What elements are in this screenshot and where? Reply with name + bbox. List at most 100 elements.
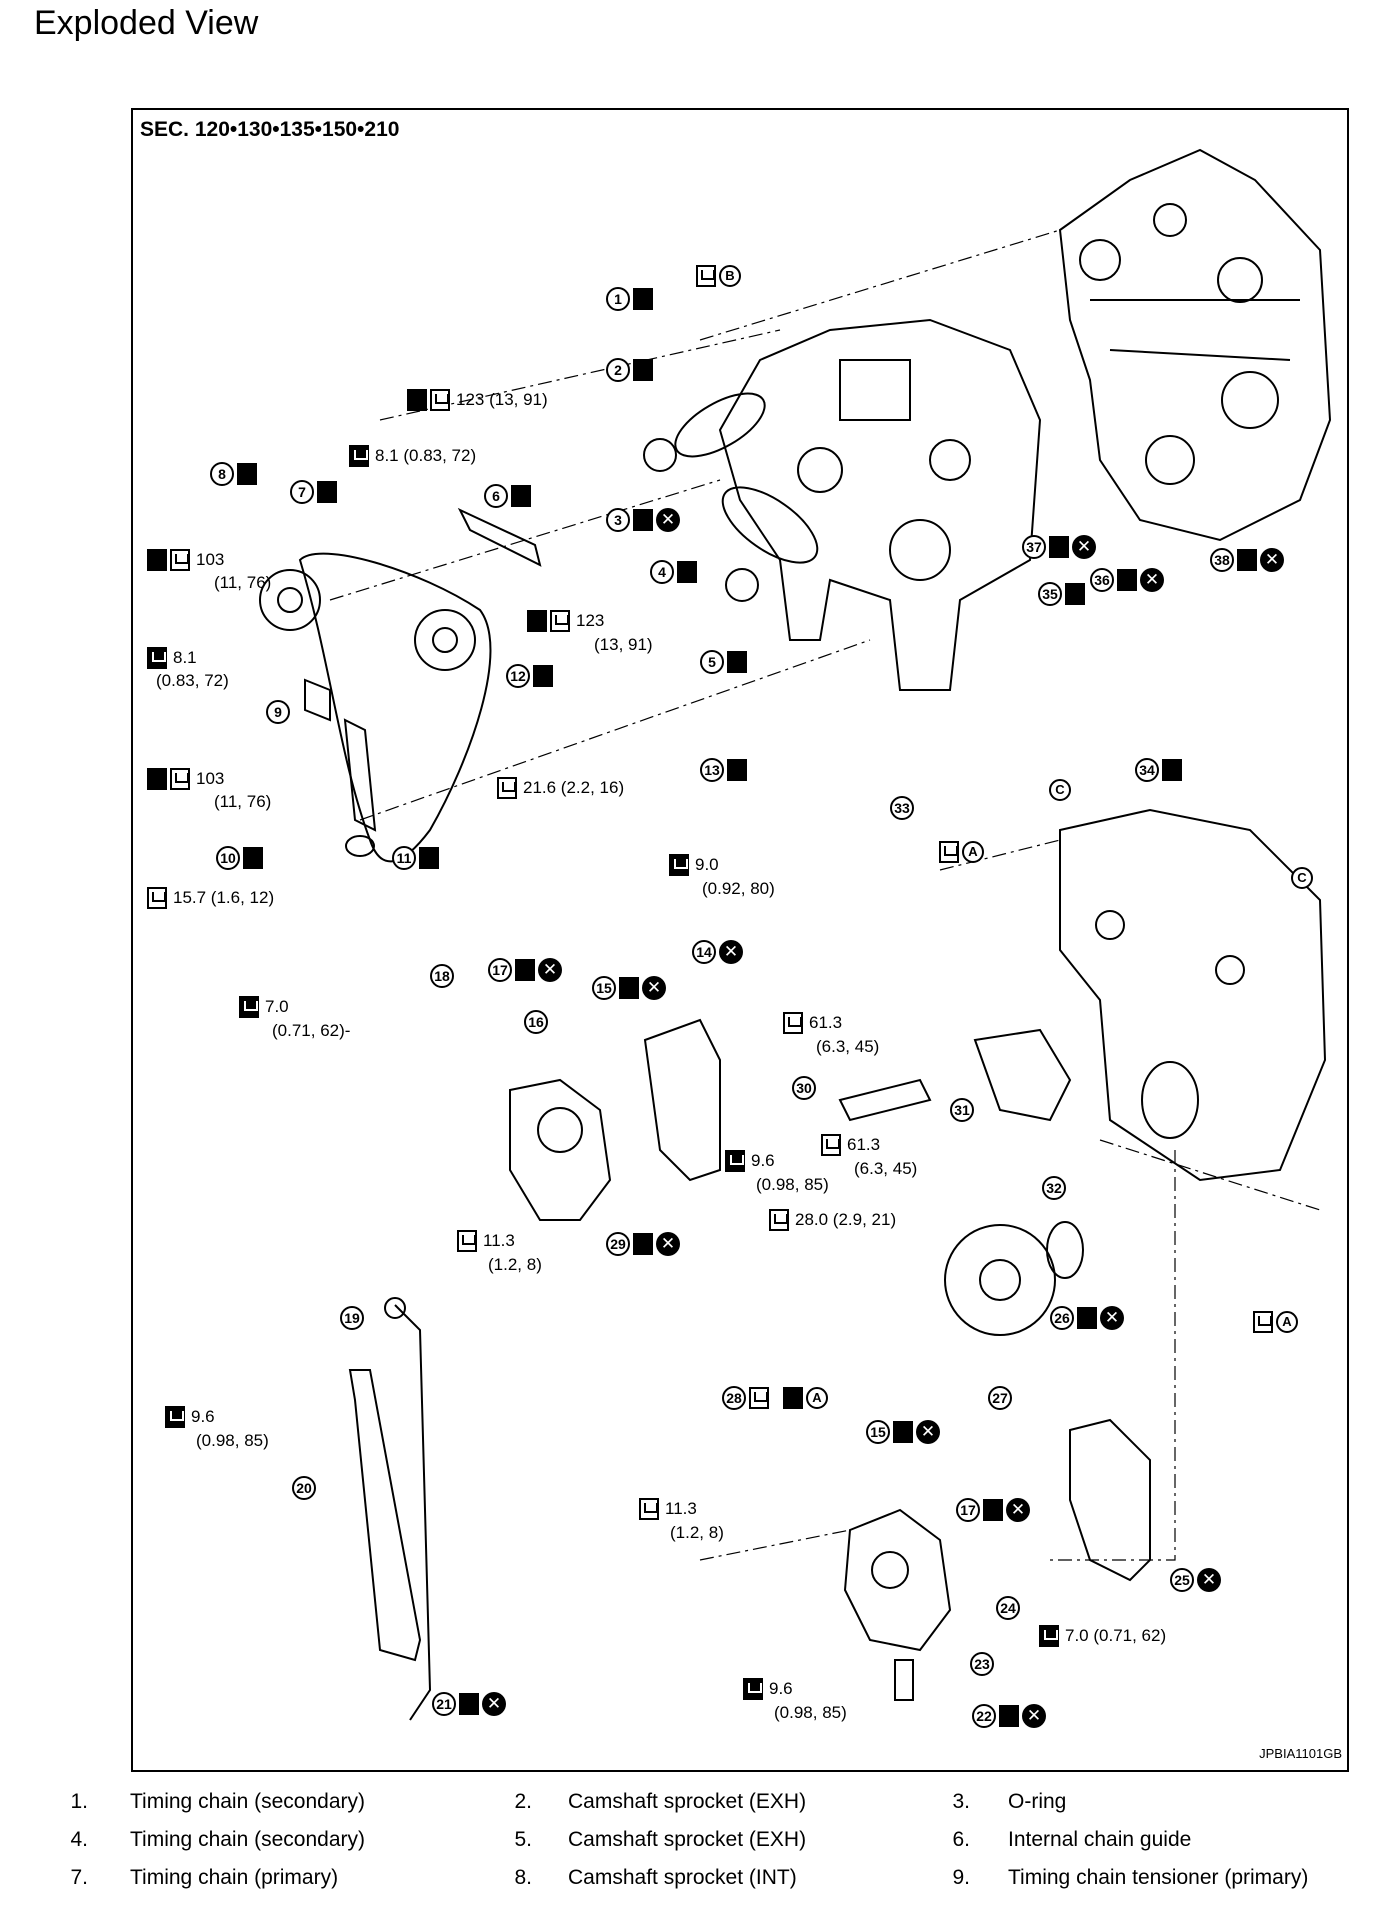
torque-icon: [147, 886, 167, 909]
primary-chain: [298, 552, 492, 863]
torque-103-b: 103 (11, 76): [144, 766, 271, 813]
legend-number: 4.: [70, 1828, 88, 1851]
callout-4: 4: [650, 560, 697, 584]
figure-id: JPBIA1101GB: [1259, 1746, 1342, 1761]
callout-15-b: 15✕: [866, 1420, 940, 1444]
torque-icon: [170, 767, 190, 790]
callout-9: 9: [266, 700, 290, 724]
callout-11: 11: [392, 846, 439, 870]
legend-row: 1. Timing chain (secondary) 2. Camshaft …: [0, 1790, 1392, 1820]
replace-icon: ✕: [1140, 568, 1164, 592]
torque-61-3-b: 61.3 (6.3, 45): [818, 1132, 917, 1181]
callout-3: 3✕: [606, 508, 680, 532]
replace-icon: ✕: [1006, 1498, 1030, 1522]
callout-15: 15✕: [592, 976, 666, 1000]
sealant-icon: [727, 759, 747, 781]
sealant-icon: [1077, 1307, 1097, 1329]
water-pump: [509, 1078, 612, 1221]
torque-9-6-c: 9.6 (0.98, 85): [740, 1676, 847, 1725]
callout-7: 7: [290, 480, 337, 504]
sealant-icon: [317, 481, 337, 503]
replace-icon: ✕: [656, 1232, 680, 1256]
legend-number: 9.: [952, 1866, 970, 1889]
diagram-frame: [131, 108, 1349, 1772]
water-pump-lower: [843, 1508, 952, 1652]
callout-5: 5: [700, 650, 747, 674]
replace-icon: ✕: [1072, 535, 1096, 559]
torque-icon: [457, 1229, 477, 1252]
replace-icon: ✕: [1260, 548, 1284, 572]
torque-icon: [696, 264, 716, 287]
sealant-icon: [419, 847, 439, 869]
sealant-icon: [459, 1693, 479, 1715]
callout-14: 14✕: [692, 940, 743, 964]
sealant-icon: [633, 359, 653, 381]
torque-icon: [1039, 1624, 1059, 1647]
callout-27: 27: [988, 1386, 1012, 1410]
legend-row: 4. Timing chain (secondary) 5. Camshaft …: [0, 1828, 1392, 1858]
callout-35: 35: [1038, 582, 1085, 606]
legend-text: Timing chain tensioner (primary): [1008, 1866, 1309, 1889]
oil-level-gauge: [394, 1304, 432, 1721]
torque-8-1-b: 8.1 (0.83, 72): [144, 645, 229, 692]
sealant-icon: [511, 485, 531, 507]
torque-11-3-a: 11.3 (1.2, 8): [454, 1228, 542, 1277]
replace-icon: ✕: [538, 958, 562, 982]
legend-number: 3.: [952, 1790, 970, 1813]
torque-icon: [725, 1149, 745, 1172]
replace-icon: ✕: [1197, 1568, 1221, 1592]
torque-123-a: 123 (13, 91): [404, 388, 548, 411]
callout-6: 6: [484, 484, 531, 508]
torque-28-0: 28.0 (2.9, 21): [766, 1208, 896, 1231]
legend-text: Camshaft sprocket (EXH): [568, 1828, 807, 1851]
torque-103-a: 103 (11, 76): [144, 547, 271, 594]
callout-8: 8: [210, 462, 257, 486]
callout-25: 25✕: [1170, 1568, 1221, 1592]
torque-icon: [170, 548, 190, 571]
torque-21-6: 21.6 (2.2, 16): [494, 776, 624, 799]
torque-7-0-b: 7.0 (0.71, 62): [1036, 1624, 1166, 1647]
sealant-icon: [147, 548, 167, 571]
torque-icon: [349, 444, 369, 467]
sealant-icon: [533, 665, 553, 687]
sealant-icon: [237, 463, 257, 485]
sealant-icon: [243, 847, 263, 869]
callout-18: 18: [430, 964, 454, 988]
callout-2: 2: [606, 358, 653, 382]
torque-a-1: A: [936, 840, 984, 863]
sealant-icon: [515, 959, 535, 981]
callout-34: 34: [1135, 758, 1182, 782]
upper-cover: [718, 318, 1042, 691]
section-label: SEC. 120•130•135•150•210: [140, 118, 400, 141]
replace-icon: ✕: [719, 940, 743, 964]
torque-123-b: 123 (13, 91): [524, 608, 653, 657]
sealant-icon: [999, 1705, 1019, 1727]
callout-31: 31: [950, 1098, 974, 1122]
callout-22: 22✕: [972, 1704, 1046, 1728]
sprocket-exh: [414, 609, 476, 671]
crank-pulley: [944, 1224, 1056, 1336]
legend-number: 6.: [952, 1828, 970, 1851]
callout-17: 17✕: [488, 958, 562, 982]
legend-text: Internal chain guide: [1008, 1828, 1192, 1851]
callout-37: 37✕: [1022, 535, 1096, 559]
legend-number: 8.: [514, 1866, 532, 1889]
sealant-icon: [727, 651, 747, 673]
torque-icon: [147, 646, 167, 669]
page-title: Exploded View: [34, 4, 259, 42]
torque-icon: [239, 995, 259, 1018]
replace-icon: ✕: [482, 1692, 506, 1716]
torque-icon: [749, 1387, 769, 1409]
callout-26: 26✕: [1050, 1306, 1124, 1330]
letter-c-1: C: [1046, 778, 1071, 801]
legend-text: Timing chain (secondary): [130, 1790, 365, 1813]
callout-29: 29✕: [606, 1232, 680, 1256]
sealant-icon: [983, 1499, 1003, 1521]
replace-icon: ✕: [916, 1420, 940, 1444]
sealant-icon: [1237, 549, 1257, 571]
sealant-icon: [527, 609, 547, 632]
torque-icon: [430, 388, 450, 411]
callout-1: 1: [606, 287, 653, 311]
